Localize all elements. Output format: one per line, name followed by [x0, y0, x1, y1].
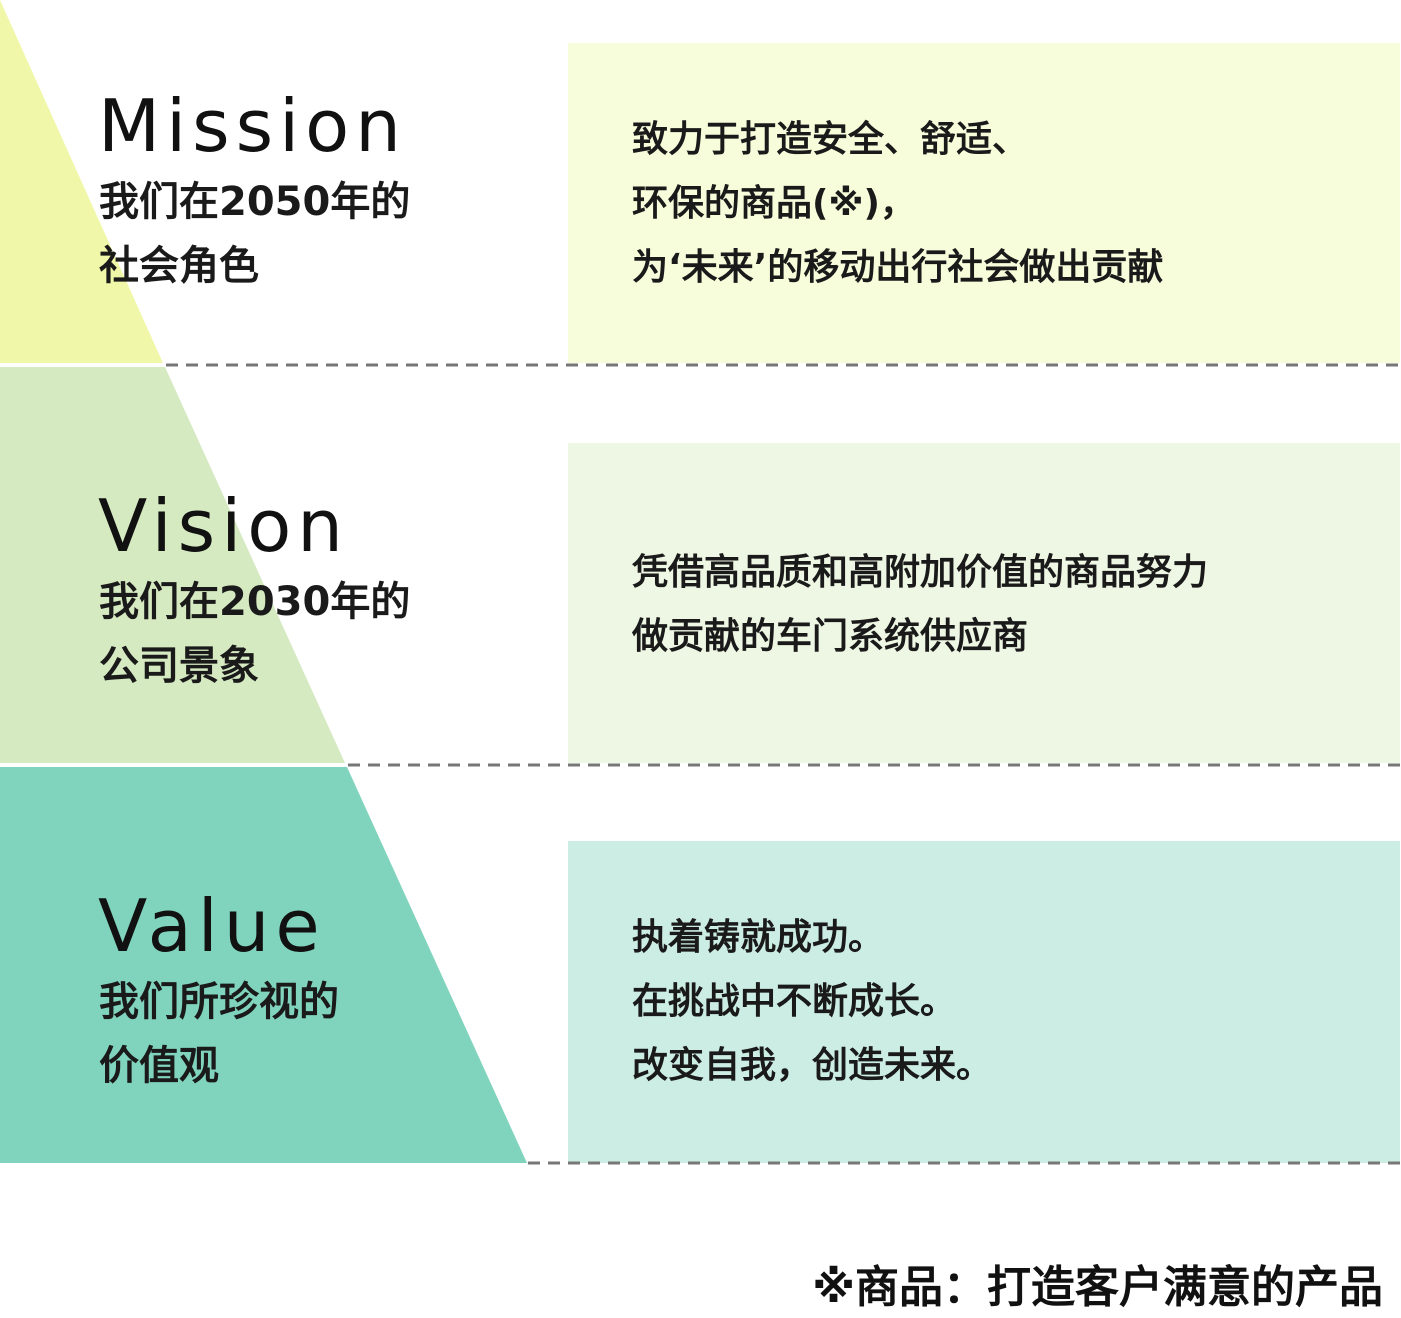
- mission-subtitle-line: 社会角色: [99, 243, 259, 289]
- value-subtitle-line: 价值观: [99, 1043, 219, 1089]
- mission-statement-line: 为‘未来’的移动出行社会做出贡献: [632, 247, 1164, 288]
- value-title: Value: [98, 884, 326, 968]
- vision-subtitle: 我们在2030年的 公司景象: [99, 570, 410, 698]
- vision-subtitle-line: 我们在2030年的: [99, 579, 411, 625]
- vision-box: [568, 443, 1400, 763]
- mission-title: Mission: [98, 84, 407, 168]
- mission-subtitle: 我们在2050年的 社会角色: [99, 170, 410, 298]
- vision-band: [0, 367, 345, 763]
- vision-statement-line: 做贡献的车门系统供应商: [632, 616, 1029, 657]
- mission-statement: 致力于打造安全、舒适、 环保的商品(※)， 为‘未来’的移动出行社会做出贡献: [632, 108, 1163, 300]
- mission-section: Mission 我们在2050年的 社会角色 致力于打造安全、舒适、 环保的商品…: [0, 0, 1401, 400]
- value-box: [568, 841, 1400, 1163]
- vision-subtitle-line: 公司景象: [99, 643, 259, 689]
- value-band: [0, 767, 527, 1163]
- value-statement-line: 执着铸就成功。: [632, 917, 885, 958]
- value-section: Value 我们所珍视的 价值观 执着铸就成功。 在挑战中不断成长。 改变自我，…: [0, 800, 1401, 1200]
- footnote: ※商品：打造客户满意的产品: [812, 1262, 1383, 1313]
- mission-statement-line: 环保的商品(※)，: [632, 183, 916, 224]
- value-subtitle: 我们所珍视的 价值观: [99, 970, 339, 1098]
- vision-section: Vision 我们在2030年的 公司景象 凭借高品质和高附加价值的商品努力 做…: [0, 400, 1401, 800]
- value-statement-line: 改变自我，创造未来。: [632, 1045, 993, 1086]
- mission-box: [568, 43, 1400, 363]
- vision-statement: 凭借高品质和高附加价值的商品努力 做贡献的车门系统供应商: [632, 541, 1208, 669]
- mission-subtitle-line: 我们在2050年的: [99, 179, 411, 225]
- value-statement: 执着铸就成功。 在挑战中不断成长。 改变自我，创造未来。: [632, 906, 992, 1098]
- vision-title: Vision: [98, 484, 349, 568]
- value-statement-line: 在挑战中不断成长。: [632, 981, 957, 1022]
- value-subtitle-line: 我们所珍视的: [99, 979, 339, 1025]
- mission-band: [0, 0, 163, 363]
- vision-statement-line: 凭借高品质和高附加价值的商品努力: [632, 552, 1209, 593]
- mission-statement-line: 致力于打造安全、舒适、: [632, 119, 1029, 160]
